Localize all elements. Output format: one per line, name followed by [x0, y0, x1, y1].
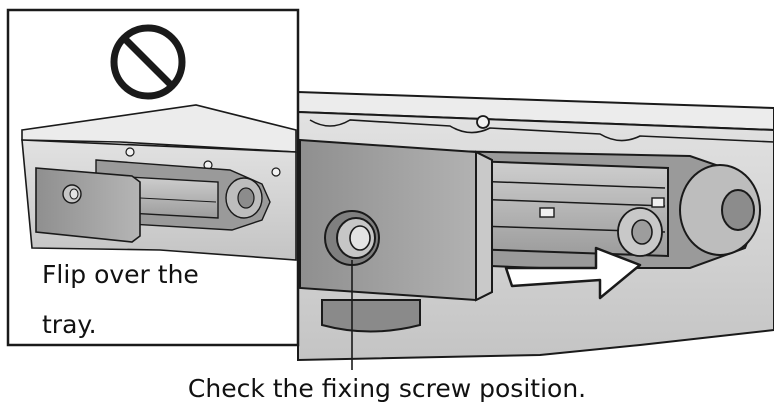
inset-faceplate — [36, 168, 140, 242]
main-device-view — [298, 92, 774, 370]
device-foot — [322, 300, 420, 332]
faceplate-edge — [476, 152, 492, 300]
inset-text-line2: tray. — [42, 312, 97, 337]
prohibition-icon — [114, 28, 182, 96]
inset-device-hole — [126, 148, 134, 156]
inset-panel — [8, 10, 298, 345]
tray-faceplate — [300, 140, 492, 300]
inset-text-line1: Flip over the — [42, 262, 199, 287]
device-hole — [477, 116, 489, 128]
fixing-screw — [325, 211, 379, 265]
tray-clip — [652, 198, 664, 207]
inner-mount-hole — [632, 220, 652, 244]
inset-device-hole — [272, 168, 280, 176]
mount-hole — [722, 190, 754, 230]
inset-mount-hole — [238, 188, 254, 208]
figure-caption: Check the fixing screw position. — [0, 376, 774, 401]
tray-clip — [540, 208, 554, 217]
